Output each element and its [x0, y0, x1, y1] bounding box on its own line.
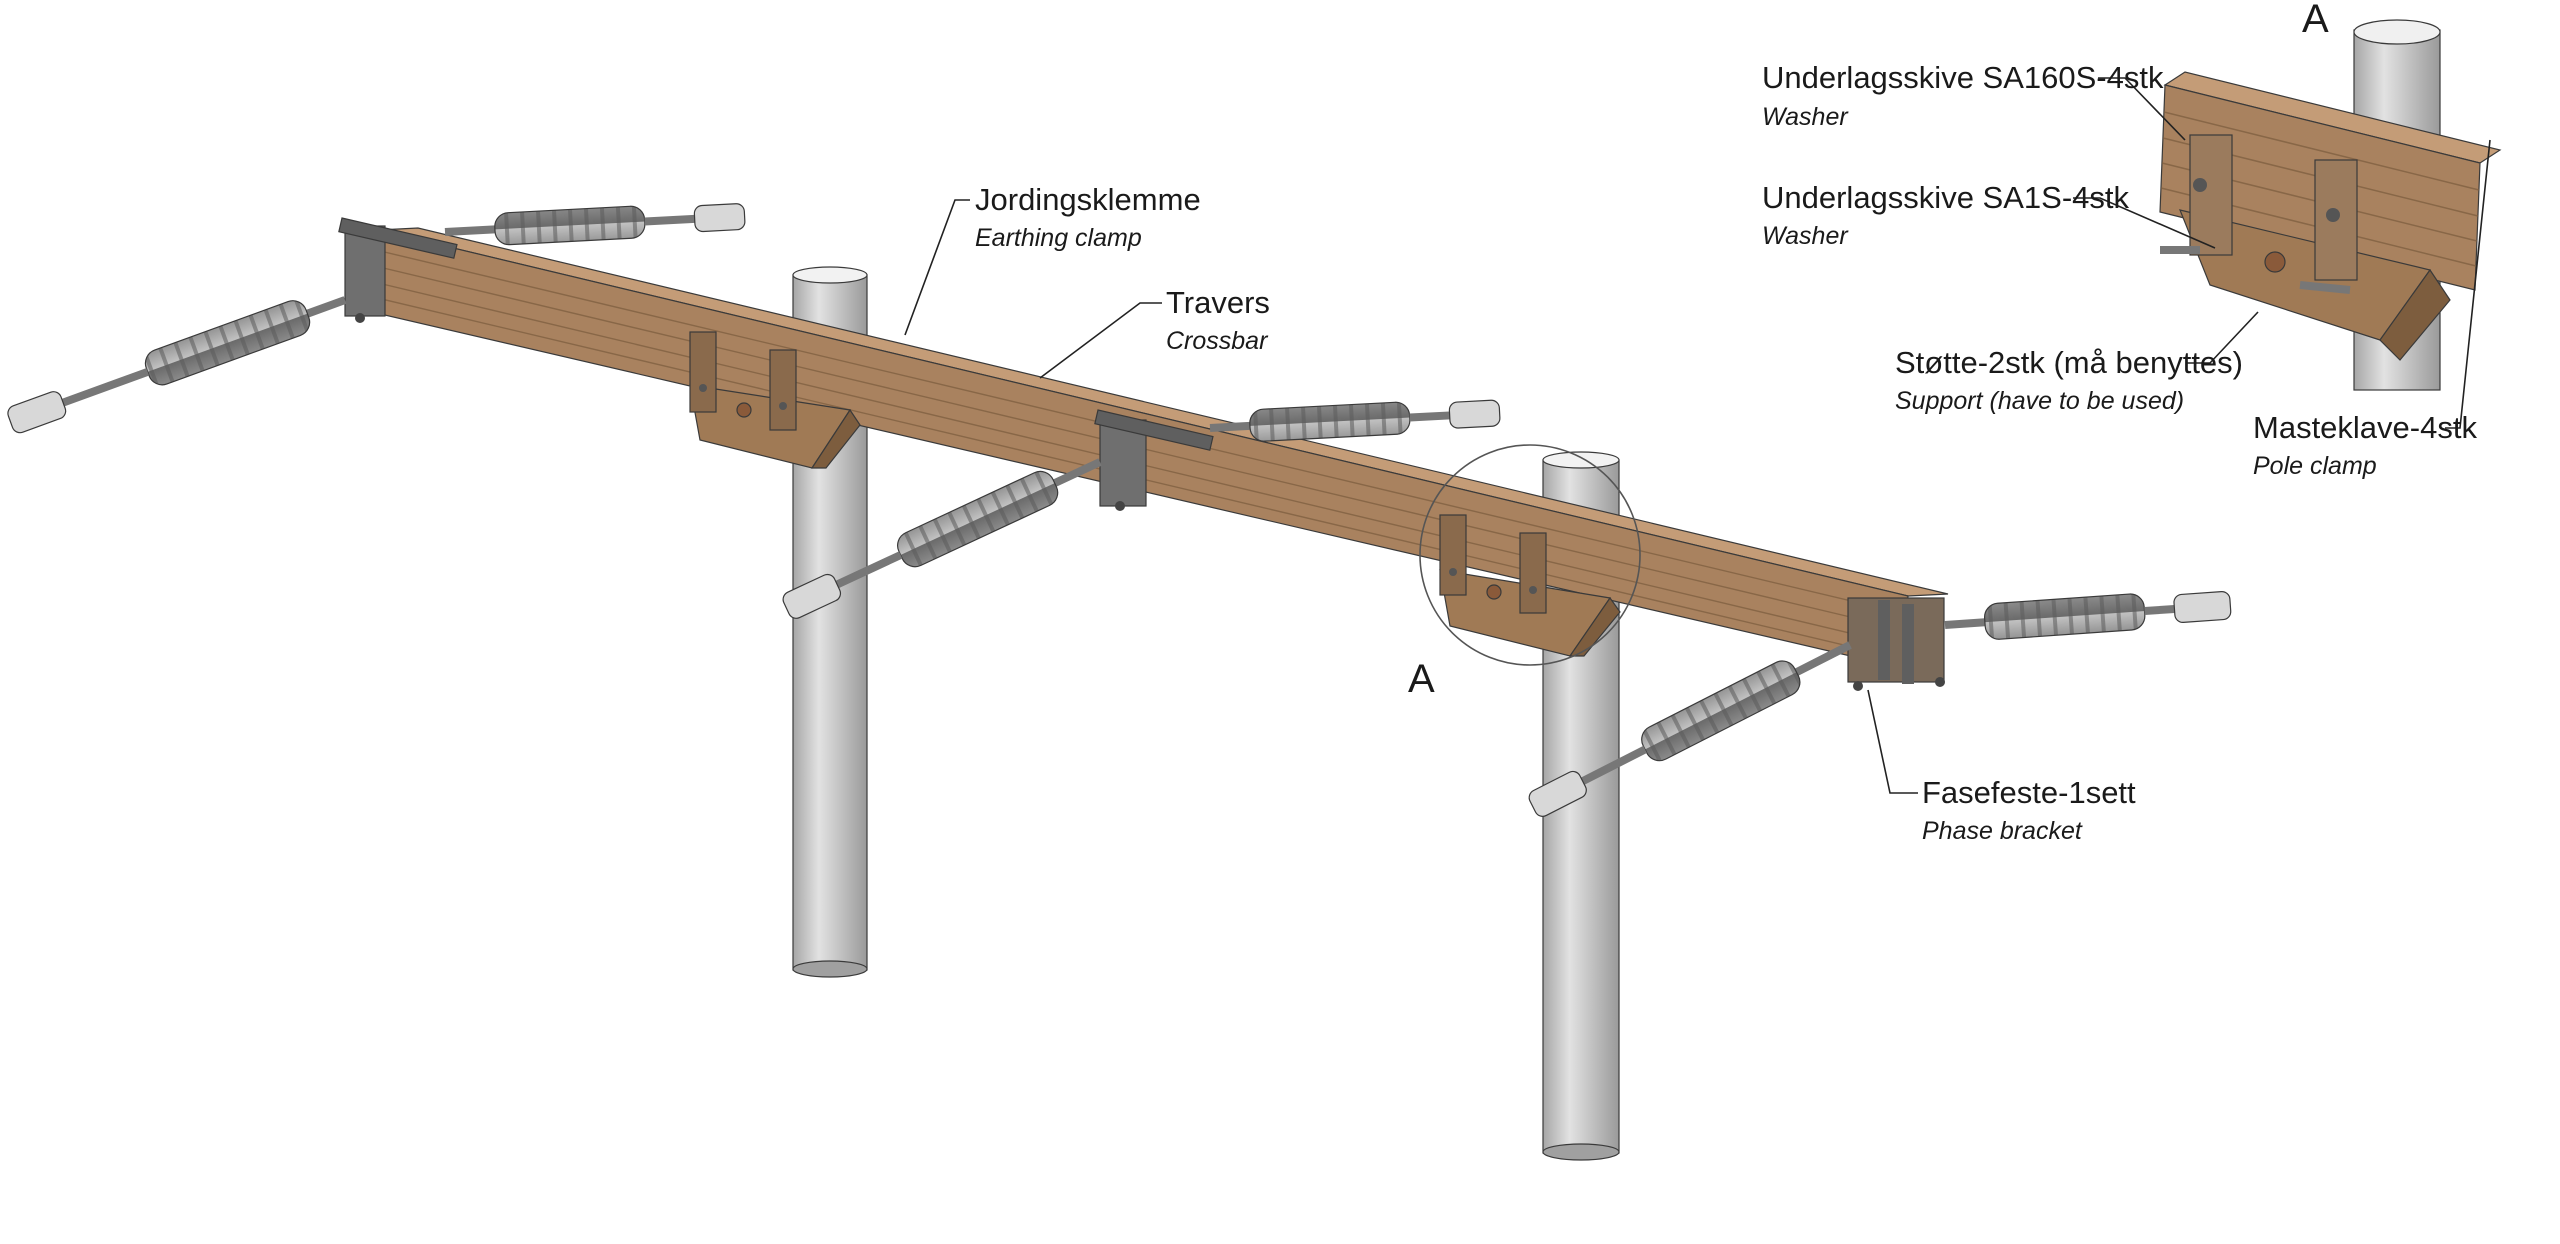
insulator-right-diagonal — [1528, 641, 1852, 817]
phase-bracket-sublabel: Phase bracket — [1922, 817, 2083, 845]
washer-sa160s-label: Underlagsskive SA160S-4stk — [1762, 60, 2164, 95]
support-bracket-right — [1439, 514, 1621, 657]
support-label: Støtte-2stk (må benyttes) — [1895, 345, 2243, 380]
washer-sa1s-sublabel: Washer — [1762, 222, 1849, 250]
detail-marker-circle — [1419, 444, 1641, 666]
insulator-left-diagonal — [7, 296, 347, 434]
insulator-middle-diagonal — [782, 458, 1102, 619]
detail-view-title: A — [2302, 0, 2329, 41]
leader-lines — [904, 77, 2491, 794]
support-bracket-left — [689, 331, 861, 469]
pole-clamp-label: Masteklave-4stk — [2253, 410, 2477, 445]
detail-view-a — [2159, 19, 2502, 391]
insulator-left-top — [444, 203, 746, 246]
crossbar-beam — [371, 227, 1949, 669]
washer-sa1s-label: Underlagsskive SA1S-4stk — [1762, 180, 2129, 215]
phase-bracket-left-end — [338, 217, 458, 323]
earthing-clamp-label: Jordingsklemme — [975, 182, 1201, 217]
earthing-clamp-sublabel: Earthing clamp — [975, 224, 1142, 252]
phase-bracket-label: Fasefeste-1sett — [1922, 775, 2136, 810]
washer-sa160s-sublabel: Washer — [1762, 103, 1849, 131]
crossbar-label: Travers — [1166, 285, 1270, 320]
support-sublabel: Support (have to be used) — [1895, 387, 2184, 415]
pole-clamp-sublabel: Pole clamp — [2253, 452, 2377, 480]
insulator-middle-top — [1209, 399, 1501, 442]
phase-bracket-middle — [1094, 409, 1214, 511]
detail-marker-label: A — [1408, 657, 1435, 701]
insulator-right-end — [1944, 591, 2232, 640]
phase-bracket-right-end — [1847, 597, 1945, 691]
crossbar-sublabel: Crossbar — [1166, 327, 1269, 355]
